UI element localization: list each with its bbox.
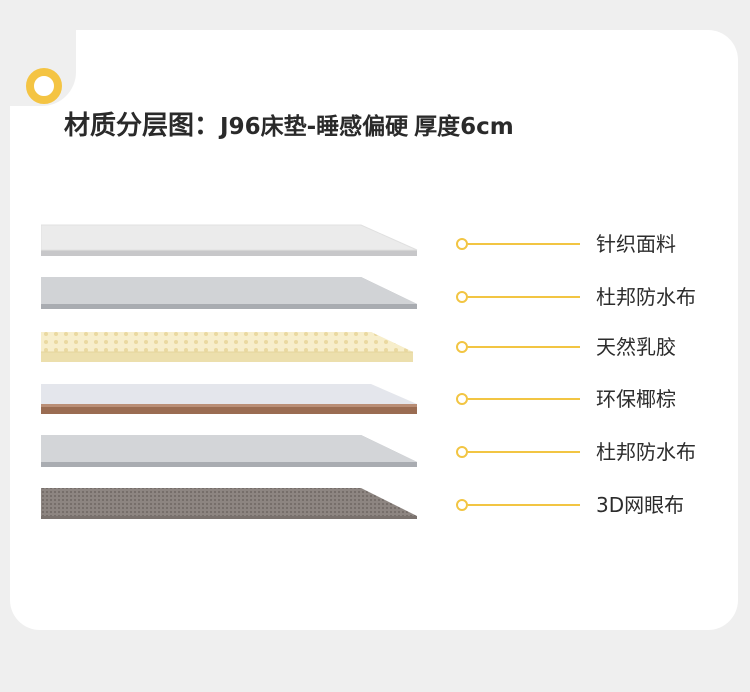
layer-label: 环保椰棕 (596, 387, 676, 411)
bullet-icon (456, 291, 468, 303)
layer-label: 针织面料 (596, 232, 676, 256)
layer-label: 杜邦防水布 (596, 285, 696, 309)
bullet-icon (456, 499, 468, 511)
connector-line (468, 451, 580, 453)
title-thickness: 厚度6cm (414, 114, 514, 140)
connector-line (468, 346, 580, 348)
connector-line (468, 504, 580, 506)
connector-line (468, 243, 580, 245)
layer-label: 3D网眼布 (596, 493, 685, 517)
content-card (10, 30, 738, 630)
title-lead: 材质分层图： (64, 111, 221, 141)
label-row: 3D网眼布 (456, 493, 726, 517)
layer-dupont-waterproof-2 (41, 434, 421, 470)
layer-natural-latex (41, 330, 421, 366)
connector-line (468, 296, 580, 298)
title-thickness-highlight: 厚度6cm (412, 109, 516, 145)
layer-3d-mesh (41, 486, 421, 522)
label-row: 天然乳胶 (456, 335, 726, 359)
layer-stack (41, 222, 421, 522)
bullet-icon (456, 341, 468, 353)
layer-eco-coconut-coir (41, 382, 421, 418)
label-row: 环保椰棕 (456, 387, 726, 411)
layer-label: 天然乳胶 (596, 335, 676, 359)
label-row: 杜邦防水布 (456, 440, 726, 464)
bullet-icon (456, 393, 468, 405)
layer-labels: 针织面料 杜邦防水布 天然乳胶 环保椰棕 杜邦防水布 3D网眼布 (456, 222, 736, 522)
ring-icon (26, 68, 62, 104)
layer-label: 杜邦防水布 (596, 440, 696, 464)
page-title: 材质分层图：J96床垫-睡感偏硬厚度6cm (64, 108, 516, 145)
bullet-icon (456, 238, 468, 250)
connector-line (468, 398, 580, 400)
label-row: 针织面料 (456, 232, 726, 256)
label-row: 杜邦防水布 (456, 285, 726, 309)
layer-knit-fabric (41, 222, 421, 258)
title-product: J96床垫-睡感偏硬 (220, 114, 409, 140)
bullet-icon (456, 446, 468, 458)
layer-dupont-waterproof-1 (41, 276, 421, 312)
